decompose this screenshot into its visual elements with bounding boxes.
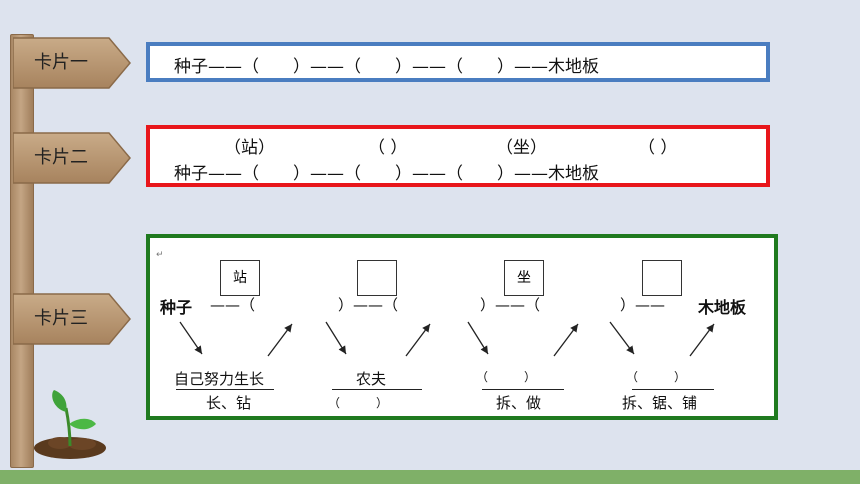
card-3-box-4: [642, 260, 682, 296]
card-3-bottom-4b: 拆、锯、铺: [622, 394, 698, 412]
card-3-bottom-2: 农夫: [356, 370, 387, 388]
card-3-bottom-2b: （ ）: [328, 396, 389, 410]
card-2-box: （站） （ ） （坐） （ ） 种子——（ ）——（ ）——（ ）——木地板: [146, 125, 770, 187]
sign-card-2: 卡片二: [13, 131, 131, 185]
sign-board-shape: [13, 132, 131, 184]
sign-board-shape: [13, 37, 131, 89]
card-3-end: 木地板: [698, 298, 747, 317]
sign-card-3: 卡片三: [13, 292, 131, 346]
card-3-arrows: [179, 321, 715, 357]
card-1-label: 卡片一: [34, 52, 88, 73]
card-3-bottom-4: （ ）: [626, 370, 687, 384]
card-3-start: 种子: [160, 298, 193, 317]
card-3-box-1: 站: [220, 260, 260, 296]
wooden-signpost: [10, 34, 34, 468]
card-2-hint-3: （坐）: [496, 138, 547, 158]
card-3-box-2: [357, 260, 397, 296]
card-2-hint-2: （ ）: [368, 138, 408, 158]
card-3-bottom-1: 自己努力生长: [174, 370, 265, 388]
card-3-box-3: 坐: [504, 260, 544, 296]
sign-card-1: 卡片一: [13, 36, 131, 90]
sprout-icon: [34, 390, 106, 459]
card-2-hint-4: （ ）: [638, 138, 678, 158]
card-2-sequence: 种子——（ ）——（ ）——（ ）——木地板: [174, 164, 599, 184]
card-3-bottom-1b: 长、钻: [206, 394, 252, 412]
card-1-sequence: 种子——（ ）——（ ）——（ ）——木地板: [174, 57, 599, 77]
card-3-bottom-3: （ ）: [476, 370, 537, 384]
card-3-label: 卡片三: [34, 308, 88, 329]
card-2-hint-1: （站）: [224, 138, 275, 158]
card-3-bottom-3b: 拆、做: [496, 394, 542, 412]
card-3-box: ↵ 站 坐 种子 ——（ ）——（ ）——（ ）—— 木地板 自己努力生长 长、…: [146, 234, 778, 420]
sign-board-shape: [13, 293, 131, 345]
card-2-label: 卡片二: [34, 147, 88, 168]
footer-bar: [0, 470, 860, 484]
card-1-box: 种子——（ ）——（ ）——（ ）——木地板: [146, 42, 770, 82]
